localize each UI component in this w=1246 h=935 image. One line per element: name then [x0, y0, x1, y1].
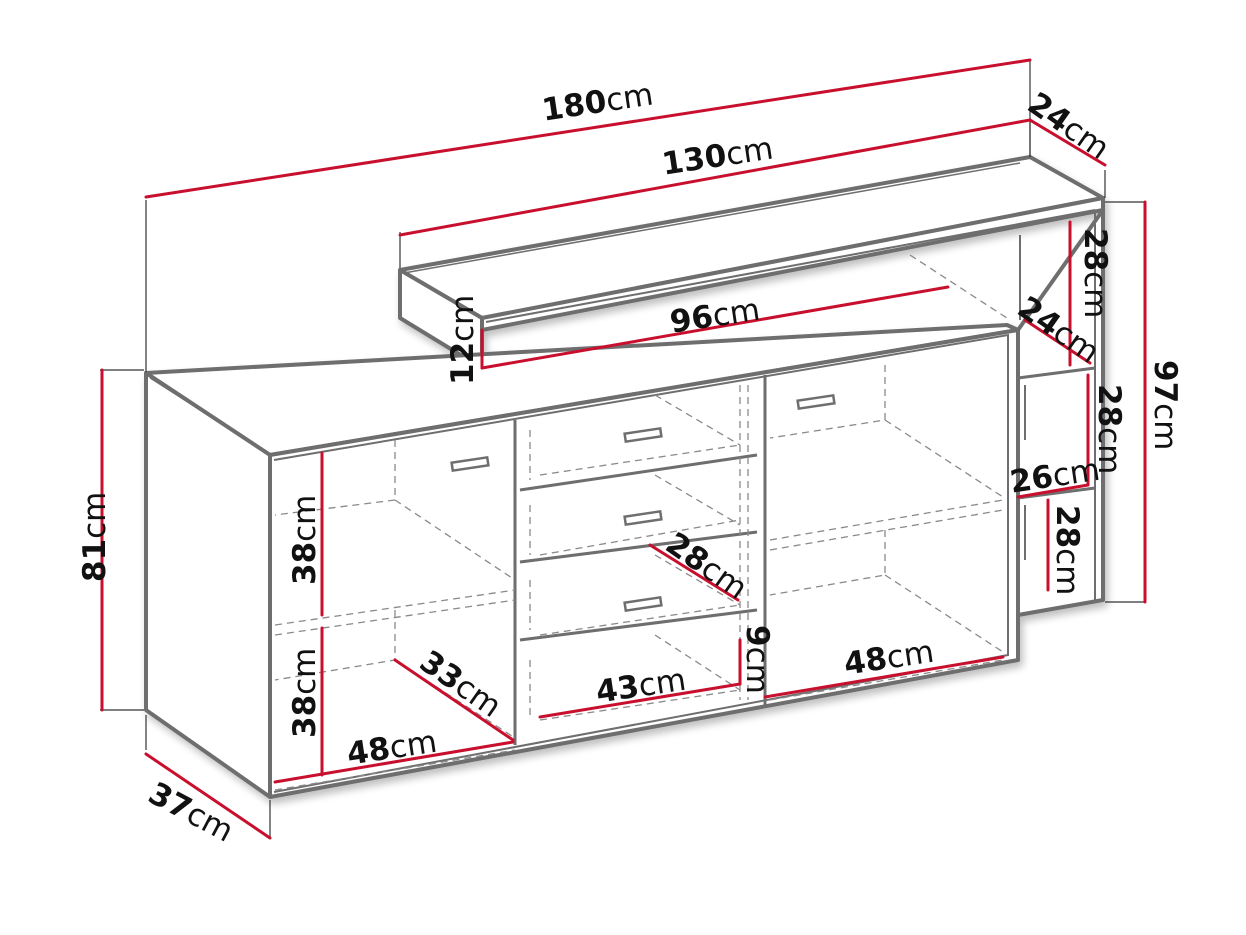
extension-lines: [100, 60, 1145, 838]
dim-label-body-height: 81cm: [77, 491, 113, 582]
left-door-handle-icon: [450, 455, 490, 473]
body-front-face: [268, 328, 1020, 799]
dim-label-right-lower-shelf-height: 28cm: [1049, 505, 1085, 596]
handles: [450, 393, 836, 613]
dim-line-26: [1016, 483, 1090, 499]
dimension-lines: [100, 58, 1147, 840]
drawer-2-handle-icon: [623, 509, 663, 527]
right-door-handle-icon: [796, 393, 836, 411]
dim-line-37: [144, 752, 272, 840]
dim-label-left-upper-compartment-height: 38cm: [287, 494, 323, 585]
dim-label-top-shelf-height: 12cm: [445, 294, 481, 385]
dim-label-left-lower-compartment-height: 38cm: [287, 647, 323, 738]
dim-line-130: [398, 118, 1032, 237]
dim-label-right-upper-shelf-height: 28cm: [1077, 228, 1113, 319]
dim-line-28-drawer: [648, 543, 740, 602]
dim-line-48-left: [273, 740, 515, 784]
dim-label-overall-height: 97cm: [1147, 360, 1183, 451]
dim-line-48-right: [763, 655, 1005, 699]
dim-line-43: [538, 682, 742, 719]
dim-line-33: [393, 658, 515, 742]
dim-line-24-right: [1023, 318, 1092, 365]
dim-label-bottom-drawer-height: 9cm: [739, 625, 775, 694]
dim-line-180: [144, 58, 1032, 199]
drawer-1-handle-icon: [623, 426, 663, 444]
drawer-3-handle-icon: [623, 595, 663, 613]
inner-structure: [149, 162, 1096, 793]
dim-line-96: [480, 285, 950, 370]
dim-line-24-top: [1028, 118, 1107, 167]
